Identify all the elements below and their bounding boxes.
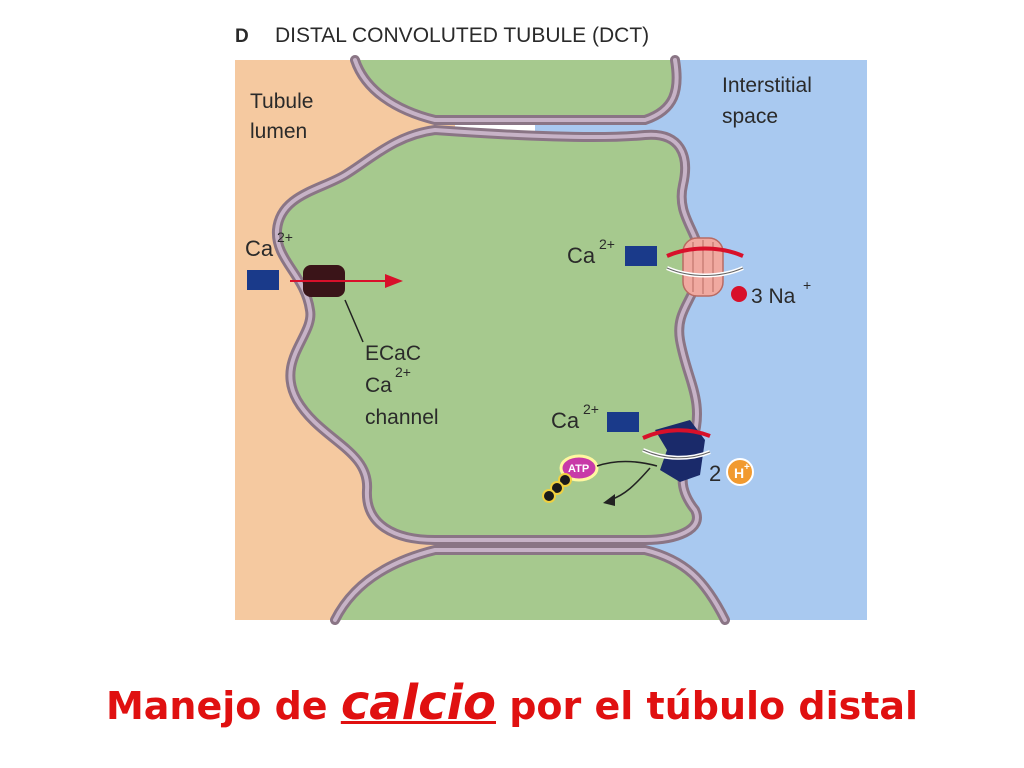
ecac-label-line1: ECaC bbox=[365, 342, 421, 365]
lumen-label-line1: Tubule bbox=[250, 90, 313, 113]
ca-ion-ncx bbox=[625, 246, 657, 266]
h-count: 2 bbox=[709, 461, 721, 486]
pmca-pump-icon bbox=[642, 420, 711, 482]
lower-cell bbox=[335, 550, 725, 620]
ca-charge-pmca: 2+ bbox=[583, 401, 599, 417]
ca-ion-lumen bbox=[247, 270, 279, 290]
caption-part3: por el túbulo distal bbox=[496, 684, 919, 728]
ca-label-ncx: Ca bbox=[567, 243, 596, 268]
slide-caption: Manejo de calcio por el túbulo distal bbox=[0, 675, 1024, 731]
interstitial-label-line2: space bbox=[722, 105, 778, 128]
interstitial-label-line1: Interstitial bbox=[722, 74, 812, 97]
na-charge: + bbox=[803, 277, 811, 293]
h-ion-icon bbox=[726, 458, 754, 486]
upper-cell bbox=[355, 60, 677, 120]
ca-ion-pmca bbox=[607, 412, 639, 432]
caption-part1: Manejo de bbox=[105, 684, 341, 728]
na-label: 3 Na bbox=[751, 285, 796, 308]
ca-charge-ncx: 2+ bbox=[599, 236, 615, 252]
ecac-label-line3: channel bbox=[365, 406, 439, 429]
diagram-title: DISTAL CONVOLUTED TUBULE (DCT) bbox=[275, 24, 649, 47]
main-cell bbox=[276, 130, 701, 540]
caption-keyword: calcio bbox=[340, 675, 496, 731]
ecac-charge: 2+ bbox=[395, 364, 411, 380]
ca-label-pmca: Ca bbox=[551, 408, 580, 433]
na-ion bbox=[731, 286, 747, 302]
na-ca-exchanger-icon bbox=[666, 237, 744, 297]
dct-diagram: D DISTAL CONVOLUTED TUBULE (DCT) Tubule … bbox=[205, 20, 867, 630]
atp-label: ATP bbox=[568, 463, 589, 475]
h-charge: + bbox=[744, 462, 750, 473]
atp-icon bbox=[542, 454, 599, 503]
ecac-label-line2: Ca bbox=[365, 374, 392, 397]
ca-charge-lumen: 2+ bbox=[277, 229, 293, 245]
panel-letter: D bbox=[235, 26, 249, 47]
lumen-label-line2: lumen bbox=[250, 120, 307, 143]
ca-label-lumen: Ca bbox=[245, 236, 274, 261]
h-label: H bbox=[734, 465, 744, 481]
